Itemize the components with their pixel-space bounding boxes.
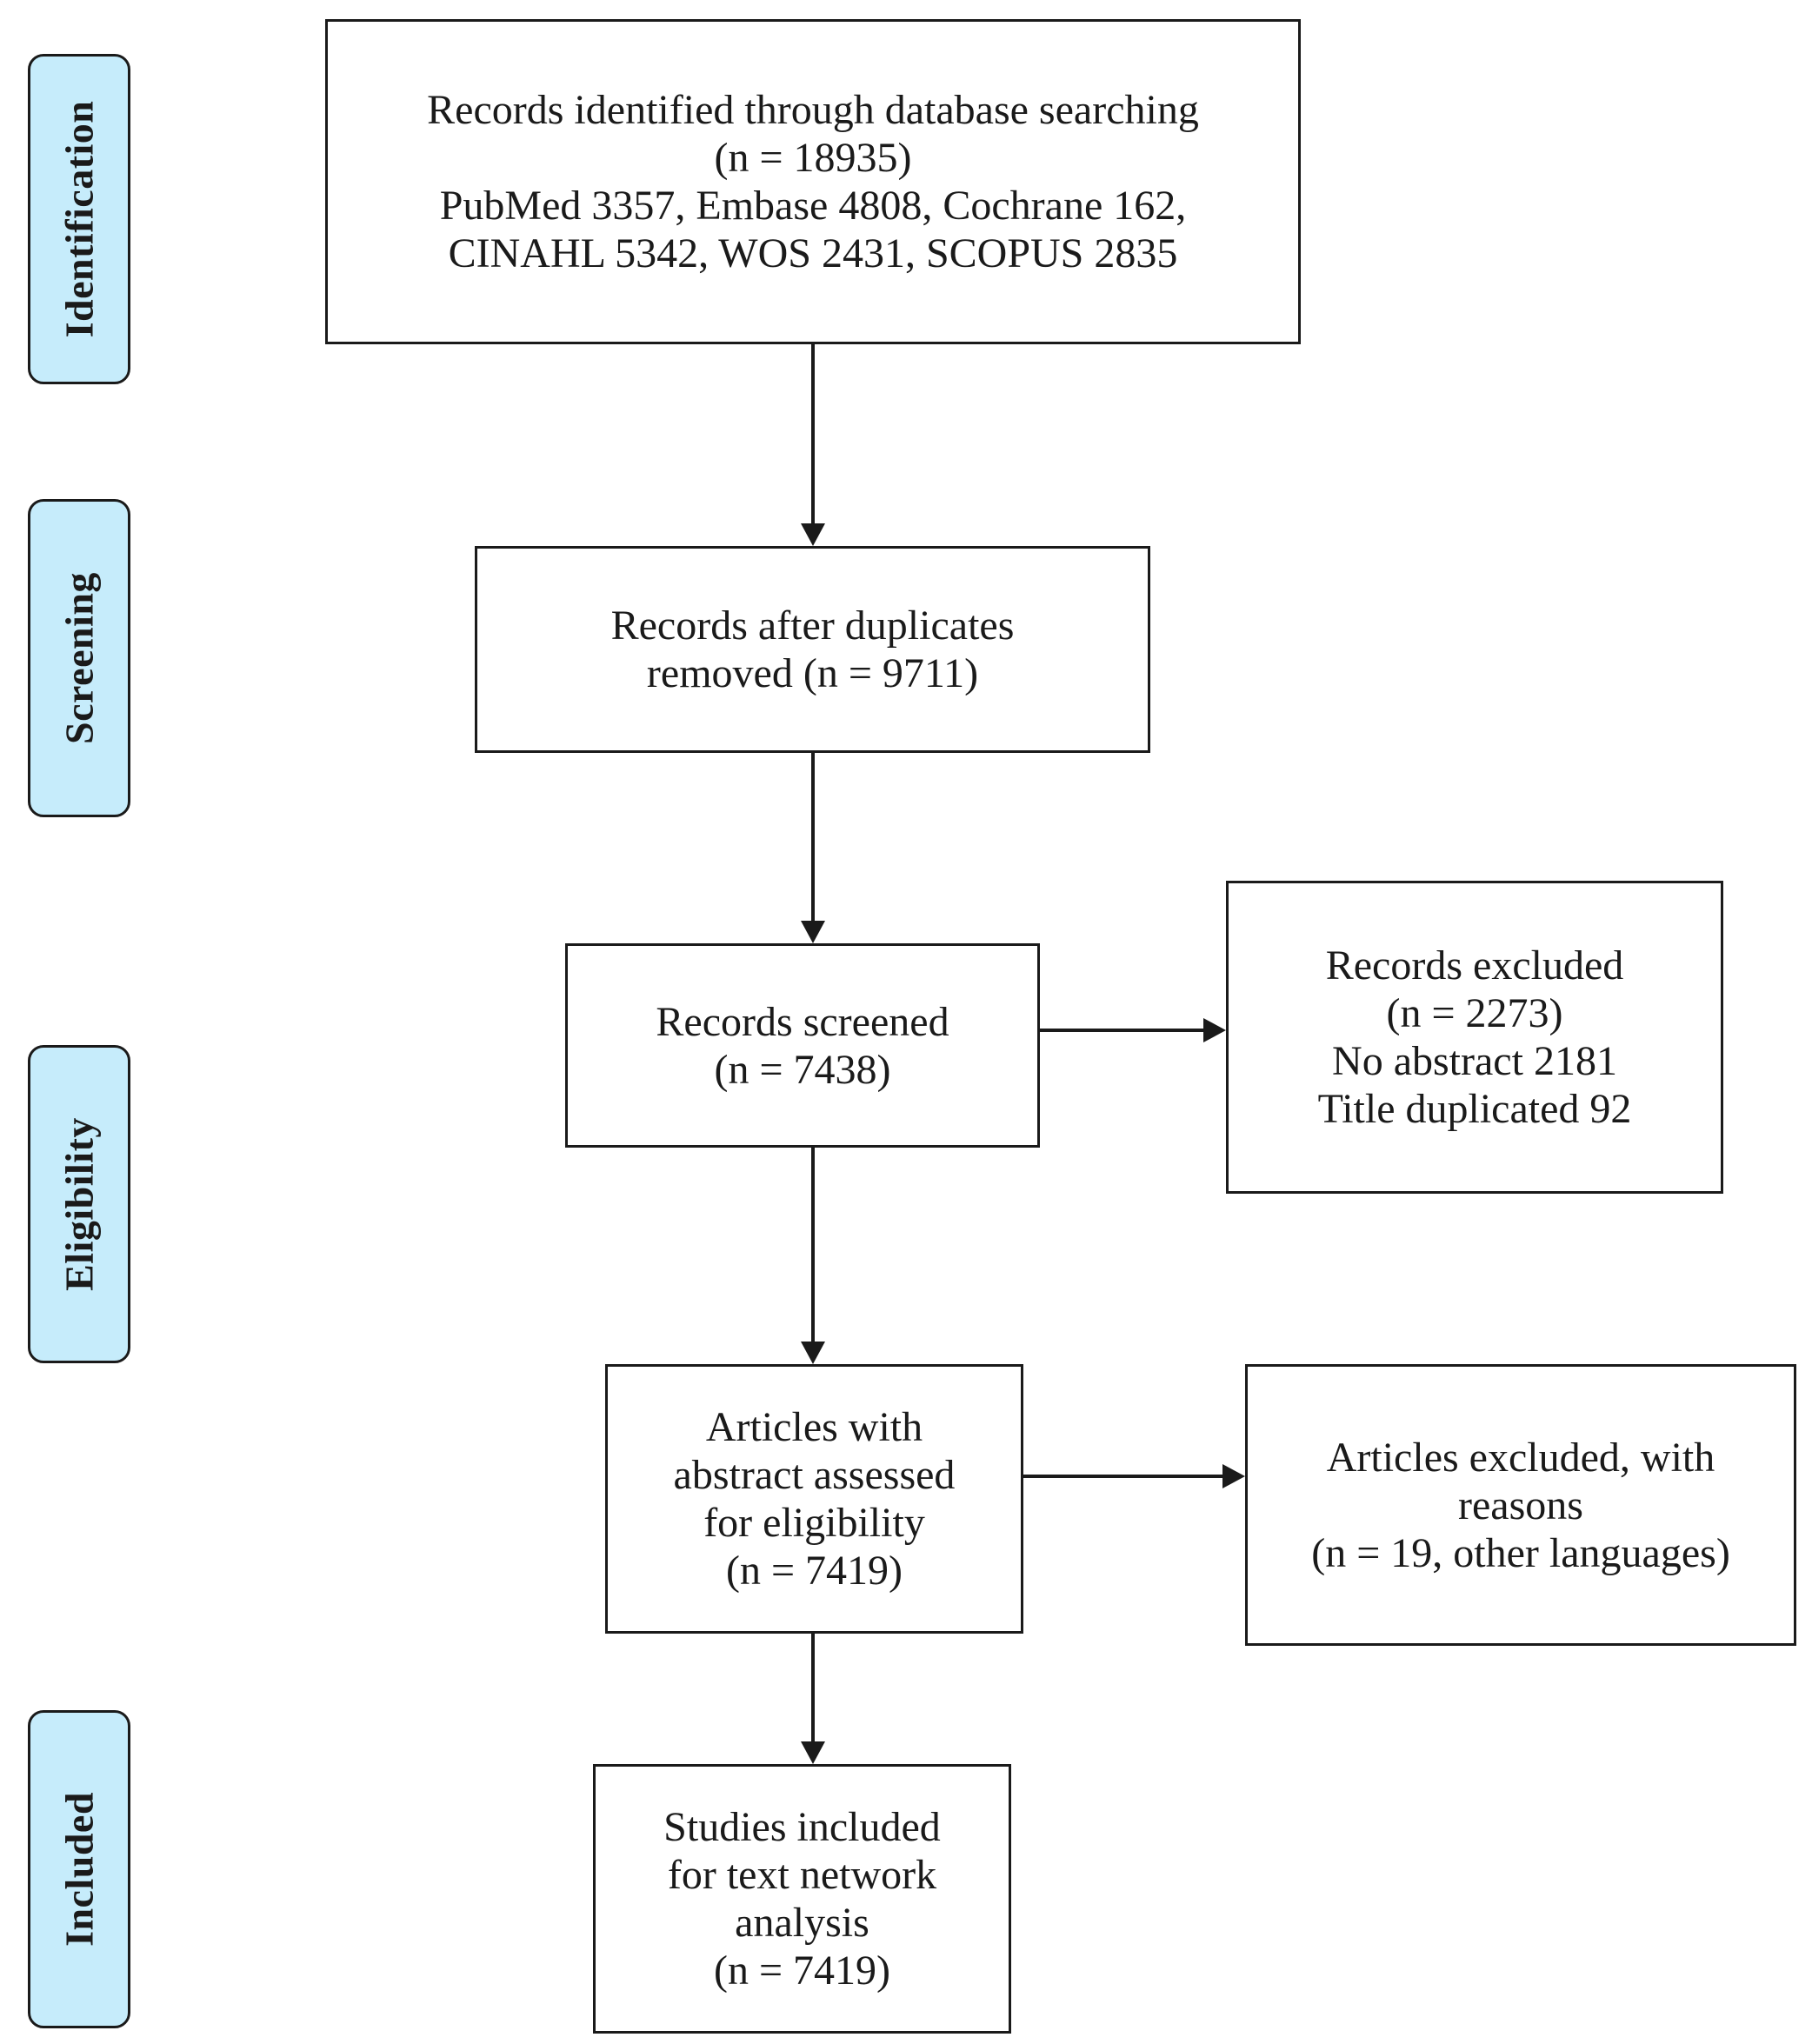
box-line: abstract assessed [673,1452,956,1498]
box-line: Records screened [656,998,949,1045]
box-line: Articles excluded, with [1326,1434,1715,1481]
arrowhead [801,523,825,546]
box-line: (n = 2273) [1386,990,1563,1036]
arrowhead [801,1342,825,1364]
arrowhead [801,1741,825,1764]
arrowhead [1222,1464,1245,1488]
box-line: (n = 19, other languages) [1311,1529,1730,1576]
box-line: removed (n = 9711) [646,650,979,696]
articles-excluded-box: Articles excluded, with reasons (n = 19,… [1245,1364,1796,1646]
box-line: (n = 7438) [714,1046,891,1093]
box-line: Records excluded [1325,942,1624,989]
box-line: Records identified through database sear… [427,87,1199,133]
box-line: Title duplicated 92 [1317,1086,1632,1132]
stage-screening: Screening [28,499,130,817]
arrowhead [1203,1018,1226,1042]
box-line: No abstract 2181 [1332,1038,1617,1084]
box-line: analysis [735,1900,869,1946]
records-screened-box: Records screened (n = 7438) [565,943,1040,1148]
box-line: (n = 7419) [725,1548,903,1594]
box-line: for eligibility [703,1500,925,1546]
box-line: for text network [667,1852,937,1898]
articles-assessed-box: Articles with abstract assessed for elig… [605,1364,1023,1634]
records-identified-box: Records identified through database sear… [325,19,1301,344]
records-after-duplicates-box: Records after duplicates removed (n = 97… [475,546,1150,753]
stage-identification: Identification [28,54,130,384]
box-line: Records after duplicates [610,603,1015,649]
arrowhead [801,921,825,943]
box-line: reasons [1458,1481,1583,1528]
stage-included: Included [28,1710,130,2028]
box-line: Studies included [663,1804,941,1850]
box-line: PubMed 3357, Embase 4808, Cochrane 162, [439,183,1187,229]
box-line: (n = 18935) [714,135,912,181]
records-excluded-box: Records excluded (n = 2273) No abstract … [1226,881,1723,1194]
stage-eligibility: Eligibility [28,1045,130,1363]
box-line: Articles with [705,1404,923,1450]
studies-included-box: Studies included for text network analys… [593,1764,1011,2034]
box-line: CINAHL 5342, WOS 2431, SCOPUS 2835 [448,230,1178,276]
box-line: (n = 7419) [713,1947,891,1994]
